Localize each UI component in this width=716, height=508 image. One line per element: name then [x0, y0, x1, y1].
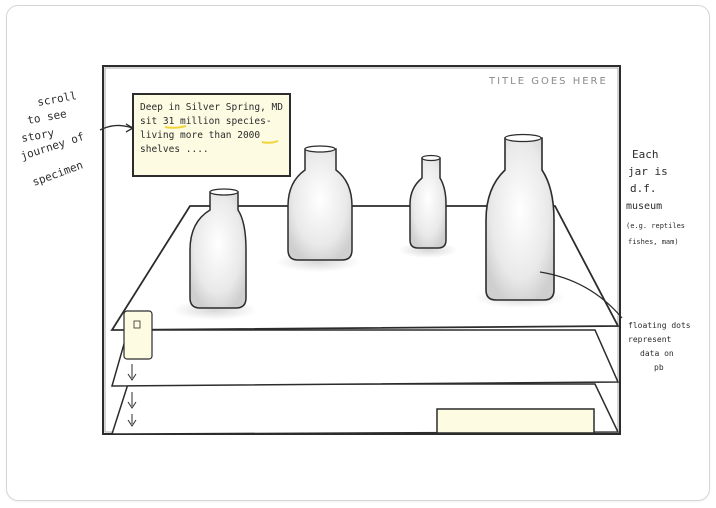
intro-note-line-3: living more than 2000: [140, 130, 260, 141]
annotation-left-line-2: to see: [26, 107, 67, 127]
annotation-right-top-line-3: d.f.: [630, 182, 657, 195]
annotation-right-top-line-2: jar is: [628, 165, 668, 178]
annotation-right-top-line-1: Each: [632, 148, 659, 161]
intro-note-line-1: Deep in Silver Spring, MD: [140, 102, 283, 113]
annotation-right-bottom-line-4: pb: [654, 363, 664, 372]
annotation-right-top-line-6: fishes, mam): [628, 238, 679, 246]
specimen-jar-3[interactable]: [410, 156, 446, 249]
annotation-right-bottom-line-1: floating dots: [628, 321, 691, 330]
bottom-content-block: [437, 409, 594, 433]
annotation-left-line-5: specimen: [31, 158, 85, 188]
annotation-left: scroll to see story journey of specimen: [19, 89, 86, 189]
specimen-jar-4[interactable]: [486, 135, 554, 301]
scroll-indicator[interactable]: [124, 311, 152, 359]
annotation-left-line-1: scroll: [36, 89, 77, 109]
shelf-lower-1: [112, 330, 618, 386]
intro-note-line-4: shelves ....: [140, 144, 209, 155]
annotation-right-bottom: floating dots represent data on pb: [628, 321, 691, 372]
annotation-right-bottom-line-2: represent: [628, 335, 672, 344]
annotation-right-top-line-5: (e.g. reptiles: [626, 222, 685, 230]
intro-note-line-2: sit 31 million species-: [140, 116, 272, 127]
intro-note: Deep in Silver Spring, MD sit 31 million…: [133, 94, 290, 176]
annotation-right-top-line-4: museum: [626, 201, 662, 212]
annotation-right-bottom-line-3: data on: [640, 349, 674, 358]
frame-title: TITLE GOES HERE: [488, 76, 608, 87]
annotation-right-top: Each jar is d.f. museum (e.g. reptiles f…: [626, 148, 685, 246]
specimen-jar-2[interactable]: [288, 146, 352, 260]
